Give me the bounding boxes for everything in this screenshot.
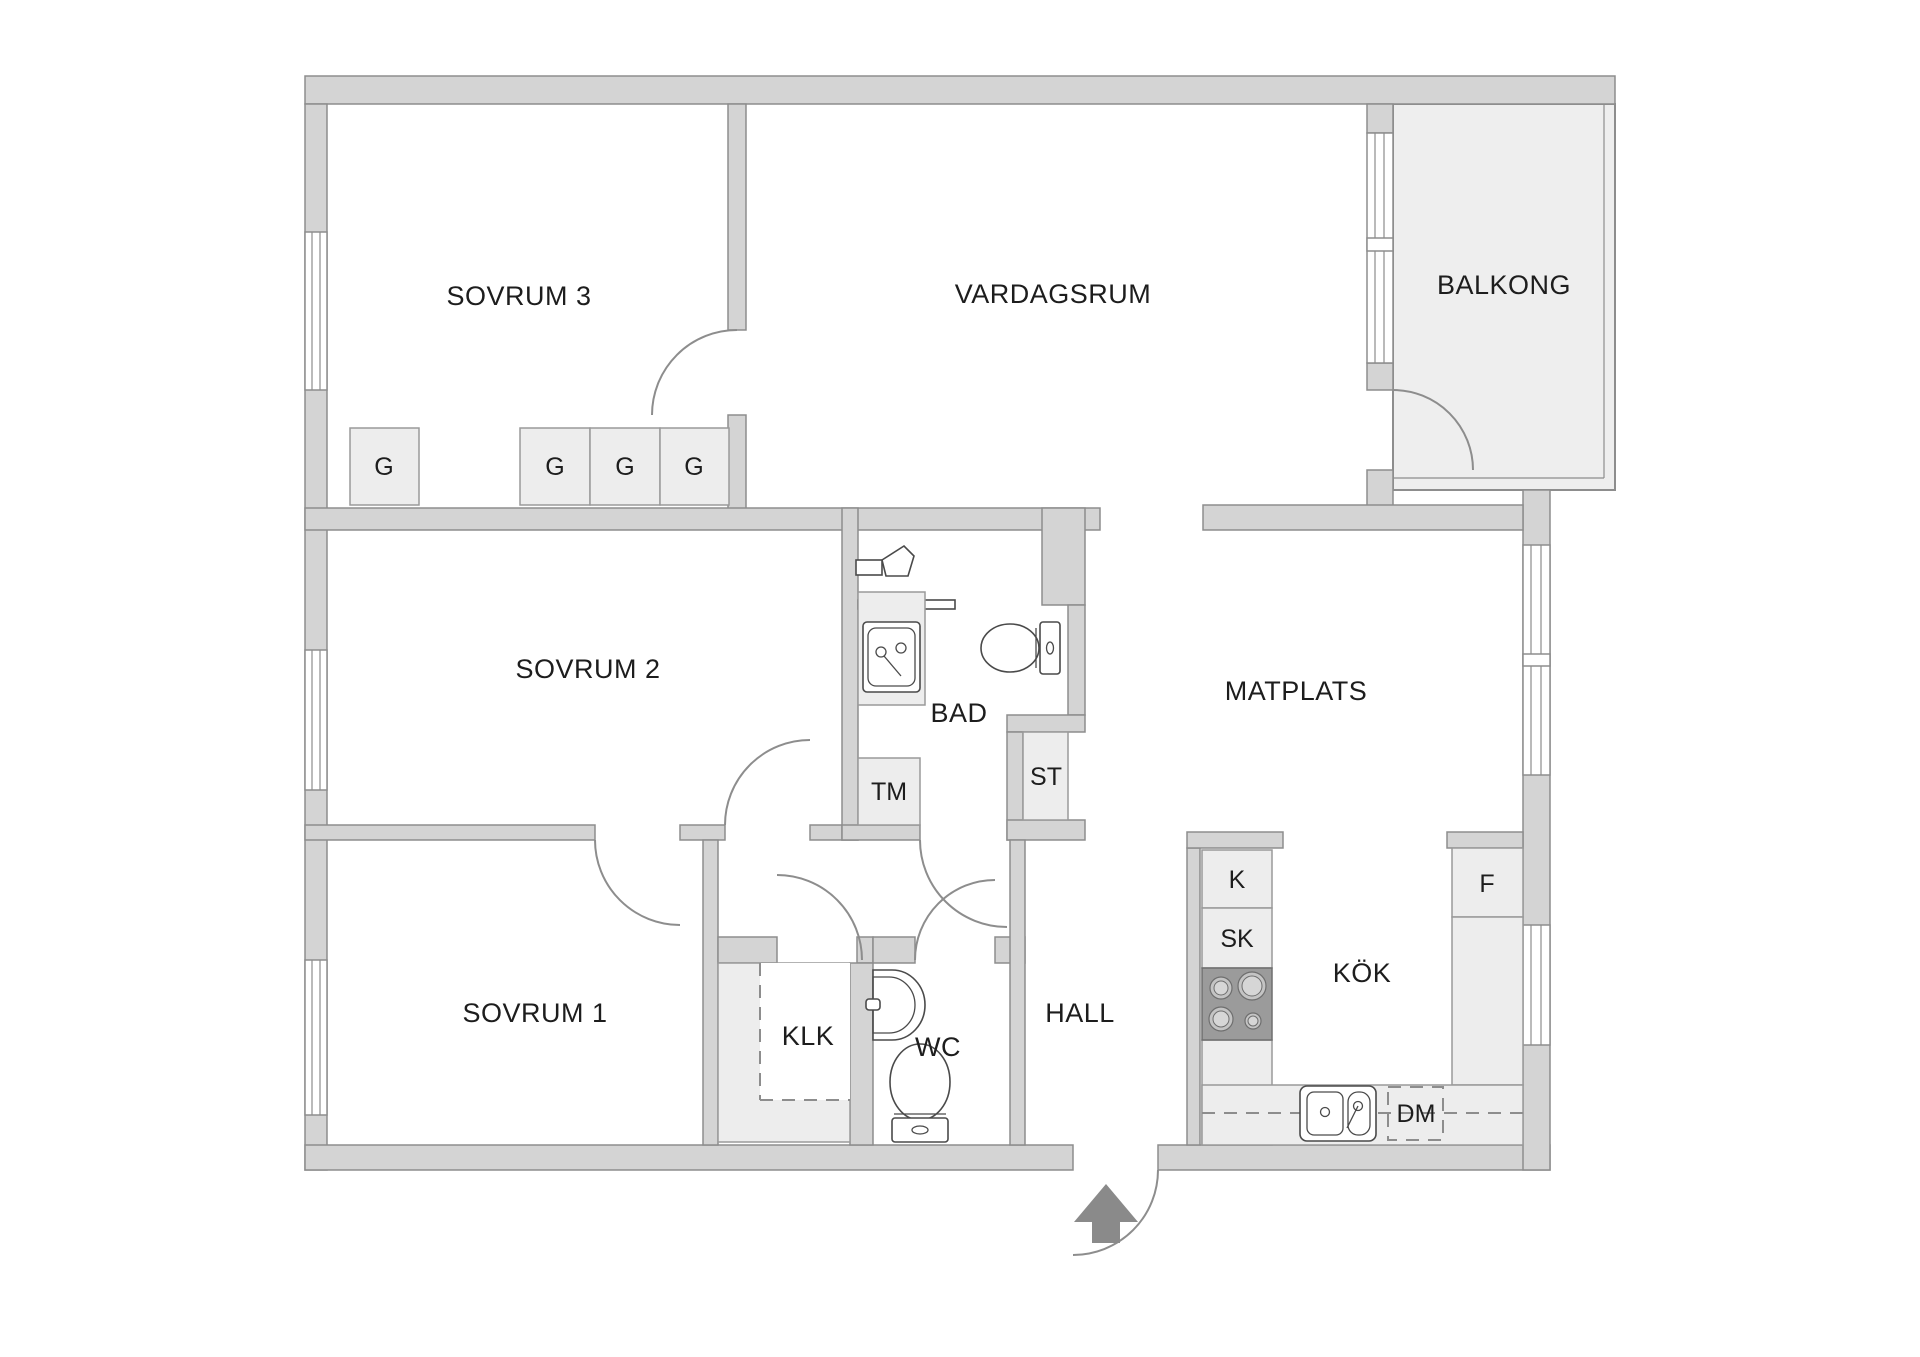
wall-segment — [1366, 362, 1394, 391]
cabinet-k-label: K — [1229, 866, 1246, 894]
wall-segment — [702, 839, 719, 1146]
door-arc-sovrum3 — [651, 329, 738, 416]
closet-g-3: G — [589, 427, 661, 506]
wall-segment — [1186, 847, 1201, 1146]
door-arc-entrance — [1072, 1169, 1159, 1256]
wall-segment — [304, 75, 1616, 105]
wall-segment — [1009, 839, 1026, 1146]
cleaning-closet-label: ST — [1030, 763, 1062, 791]
door-arc-klk — [776, 874, 863, 961]
room-label-bad: BAD — [930, 698, 987, 728]
fridge-label: F — [1479, 870, 1494, 898]
wall-segment — [1067, 604, 1086, 716]
cleaning-closet: ST — [1022, 731, 1069, 821]
door-arc-sovrum1 — [594, 839, 681, 926]
wc-sink-icon — [865, 969, 926, 1041]
cabinet-sk: SK — [1201, 907, 1273, 969]
cabinet-sk-label: SK — [1220, 925, 1254, 953]
wall-segment — [304, 1144, 1074, 1171]
wall-segment — [304, 824, 596, 841]
wall-segment — [1446, 831, 1524, 849]
door-arc-wc — [914, 879, 996, 961]
toilet-icon-bad — [980, 621, 1061, 675]
wall-segment — [1186, 831, 1284, 849]
bathroom-fixtures — [855, 544, 1061, 1143]
closet-label: G — [684, 453, 703, 481]
wall-segment — [1041, 507, 1086, 606]
kitchen-counters: DM — [1201, 916, 1524, 1146]
wall-segment — [1006, 714, 1086, 733]
wall-segment — [1366, 103, 1394, 134]
closet-g-1: G — [349, 427, 420, 506]
closet-label: G — [374, 453, 393, 481]
entrance-arrow-icon — [1074, 1184, 1138, 1243]
stove-icon — [1201, 967, 1273, 1041]
window-sovrum1 — [304, 959, 328, 1116]
toilet-icon-wc — [889, 1043, 951, 1143]
wall-segment — [849, 962, 874, 1146]
washing-machine-label: TM — [871, 778, 907, 806]
wall-segment — [1006, 819, 1086, 841]
closet-label: G — [615, 453, 634, 481]
room-label-matplats: MATPLATS — [1225, 676, 1368, 706]
door-arc-sovrum2 — [724, 739, 811, 826]
klk-open-area — [760, 963, 850, 1100]
door-arc-balkong — [1392, 389, 1474, 471]
windows — [304, 132, 1551, 1116]
room-label-balkong: BALKONG — [1437, 270, 1571, 300]
counter-right — [1451, 916, 1524, 1086]
room-label-sovrum2: SOVRUM 2 — [515, 654, 660, 684]
wall-segment — [727, 103, 747, 331]
wall-segment — [872, 936, 916, 964]
closet-label: G — [545, 453, 564, 481]
window-matplats — [1522, 544, 1551, 776]
washing-machine: TM — [857, 757, 921, 826]
kitchen-sink-icon — [1299, 1085, 1377, 1142]
room-label-wc: WC — [915, 1032, 961, 1062]
door-arc-bad — [919, 839, 1008, 928]
wall-segment — [679, 824, 726, 841]
window-sovrum3 — [304, 231, 328, 391]
wall-segment — [1157, 1144, 1551, 1171]
room-label-hall: HALL — [1045, 998, 1115, 1028]
wall-segment — [841, 824, 921, 841]
dishwasher-label: DM — [1397, 1100, 1436, 1128]
wall-segment — [727, 414, 747, 511]
closets: G G G G TM ST K SK — [349, 427, 1524, 969]
bathroom-sink-icon — [857, 591, 926, 706]
window-balkong — [1366, 132, 1394, 364]
room-label-sovrum3: SOVRUM 3 — [446, 281, 591, 311]
wall-segment — [304, 507, 1101, 531]
fridge: F — [1451, 847, 1524, 918]
closet-g-2: G — [519, 427, 591, 506]
klk-closet — [717, 962, 851, 1143]
dishwasher-box: DM — [1387, 1086, 1444, 1141]
room-label-vardagsrum: VARDAGSRUM — [955, 279, 1152, 309]
doors — [594, 329, 1474, 1256]
room-label-kok: KÖK — [1333, 958, 1392, 988]
closet-g-4: G — [659, 427, 730, 506]
window-sovrum2 — [304, 649, 328, 791]
room-label-klk: KLK — [782, 1021, 835, 1051]
room-label-sovrum1: SOVRUM 1 — [462, 998, 607, 1028]
window-kok — [1522, 924, 1551, 1046]
wall-segment — [717, 936, 778, 964]
balcony-floor — [1392, 103, 1616, 491]
wall-segment — [841, 507, 859, 841]
wall-segment — [1202, 504, 1524, 531]
room-labels: SOVRUM 3 VARDAGSRUM BALKONG SOVRUM 2 BAD… — [446, 270, 1571, 1062]
balcony — [1392, 103, 1616, 491]
wall-segment — [1366, 469, 1394, 509]
cabinet-k: K — [1201, 849, 1273, 909]
